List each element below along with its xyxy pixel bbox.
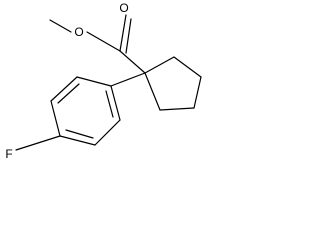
phenyl-bond-1 <box>76 76 112 87</box>
bond-methyl-oxygen <box>49 19 72 33</box>
chemical-structure-drawing: O O F <box>5 1 202 161</box>
bond-carbonyl-double-b <box>125 18 132 54</box>
bond-phenyl-fluorine <box>15 135 61 151</box>
phenyl-bond-6 <box>110 85 121 121</box>
phenyl-inner-double-3 <box>105 90 114 118</box>
bond-quaternary-phenyl <box>110 72 146 87</box>
bond-carbonyl-double-a <box>119 14 127 52</box>
phenyl-inner-double-1 <box>57 83 80 104</box>
cyclopentane-bond-5 <box>144 72 161 111</box>
cyclopentane-bond-4 <box>159 107 195 111</box>
bond-oxygen-carbonyl <box>86 31 121 52</box>
phenyl-bond-5 <box>94 119 121 146</box>
cyclopentane-bond-3 <box>193 76 202 109</box>
phenyl-inner-double-2 <box>65 129 94 139</box>
phenyl-bond-3 <box>50 100 61 137</box>
fluorine-label: F <box>5 147 12 161</box>
ester-oxygen-label: O <box>74 25 83 39</box>
bond-carbonyl-quaternary <box>119 50 146 74</box>
phenyl-bond-2 <box>50 76 78 102</box>
cyclopentane-bond-2 <box>173 56 202 78</box>
carbonyl-oxygen-label: O <box>119 1 128 15</box>
cyclopentane-bond-1 <box>144 56 175 74</box>
phenyl-bond-4 <box>59 135 96 146</box>
structure-canvas: O O F <box>0 0 214 166</box>
